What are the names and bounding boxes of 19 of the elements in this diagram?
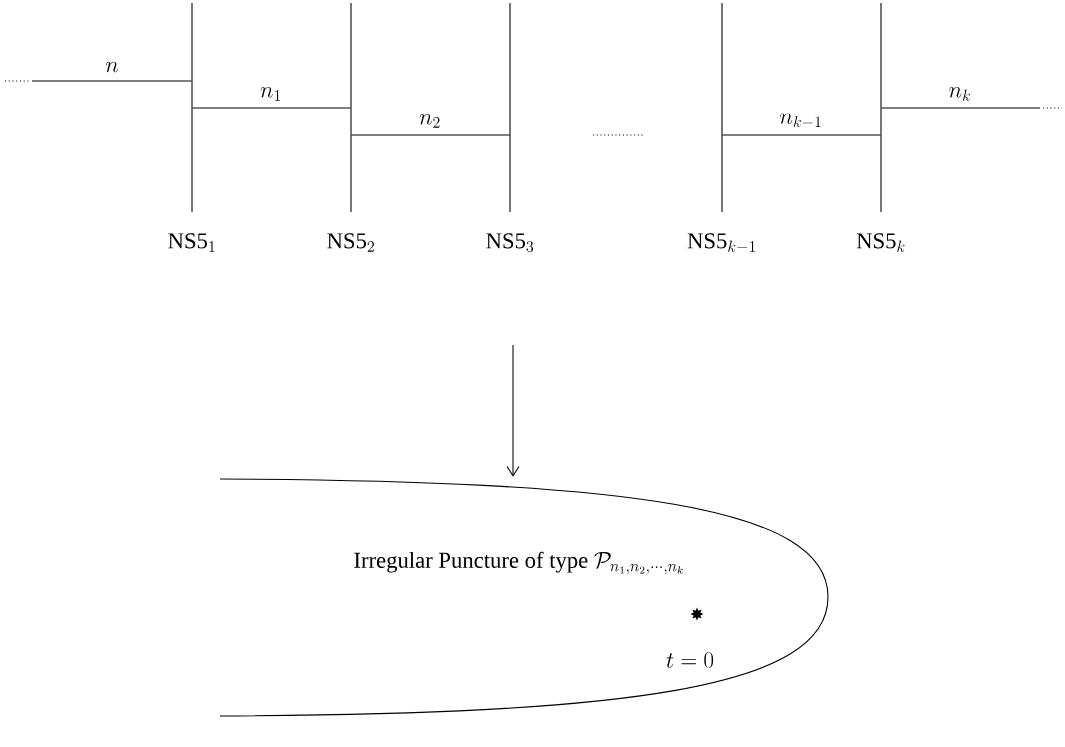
brane-segment (351, 134, 510, 136)
brane-segment (881, 107, 1041, 109)
brane-segment (192, 107, 351, 109)
edge-label: $n$ (105, 61, 119, 73)
edge-label: $n_k$ (949, 87, 971, 101)
surface-region: $\mbox{Irregular Puncture of type }\mathcal{P}_{n_1,n_2,\cdots,n_k}$ $t=0$ (219, 478, 829, 717)
brane-line: $\mathrm{NS5}_{k-1}$ (687, 2, 756, 252)
brane-line: $\mathrm{NS5}_{1}$ (168, 2, 215, 252)
node-label: $\mbox{Irregular Puncture of type }\mathcal{P}_{n_1,n_2,\cdots,n_k}$ (354, 551, 683, 575)
node-label: $t=0$ (666, 652, 714, 668)
brane-line: $\mathrm{NS5}_{2}$ (327, 2, 374, 252)
edge-label: $n_{k-1}$ (780, 113, 821, 128)
brane-segment (31, 80, 192, 82)
edge-label: $n_2$ (419, 114, 440, 128)
brane-line: $\mathrm{NS5}_{k}$ (856, 2, 905, 252)
arrow (506, 344, 520, 477)
brane-line: $\mathrm{NS5}_{3}$ (486, 2, 534, 253)
brane-segment (722, 134, 881, 136)
edge-label: $n_1$ (260, 87, 281, 101)
